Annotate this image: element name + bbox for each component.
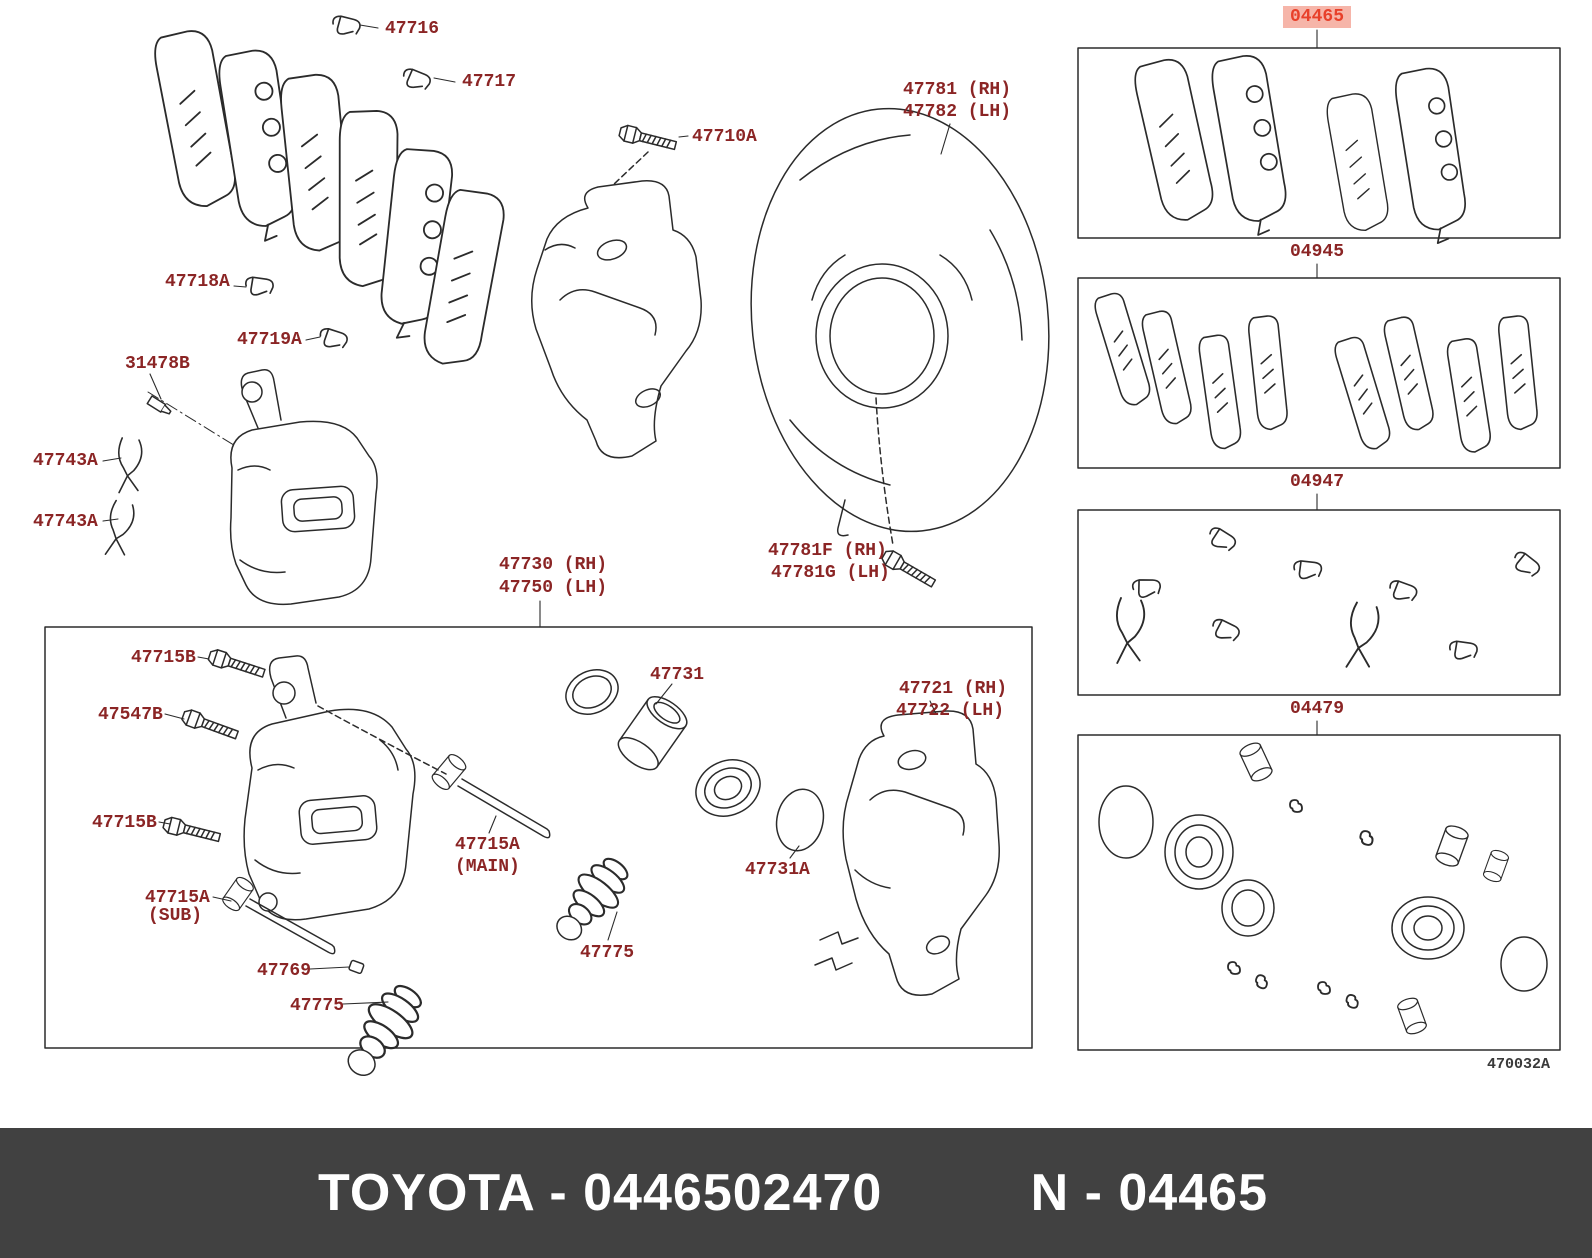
kit-code-04945[interactable]: 04945	[1289, 242, 1345, 262]
bushing-boot-drawing	[555, 847, 640, 941]
caliper-kit-box	[44, 626, 1033, 1049]
slide-pin-sub-drawing	[219, 874, 336, 955]
caliper-bracket-drawing	[531, 180, 702, 459]
banner-brand-partnumber: TOYOTA - 0446502470	[318, 1164, 883, 1222]
seal-kit-drawing	[1098, 739, 1548, 1037]
shim-kit-drawing	[1091, 289, 1539, 455]
kit-box-04947	[1077, 509, 1561, 696]
piston-seal-drawing	[775, 788, 825, 852]
pad-stack-drawing	[151, 26, 515, 372]
diagram-reference-code: 470032A	[1486, 1056, 1550, 1073]
mounting-bolt-drawing	[611, 123, 679, 187]
kit-code-04947[interactable]: 04947	[1289, 472, 1345, 492]
caliper-body-drawing	[146, 368, 378, 606]
exploded-parts-drawing	[44, 15, 1561, 1077]
pad-support-springs-drawing	[104, 437, 143, 559]
kit-box-04479	[1077, 734, 1561, 1051]
bleeder-screw-drawing	[146, 395, 172, 415]
caliper-assembly-drawing	[243, 655, 416, 921]
slide-pin-main-drawing	[317, 705, 551, 839]
dust-shield-drawing	[750, 107, 1050, 546]
fitting-kit-drawing	[1115, 525, 1544, 671]
leader-lines	[102, 24, 1318, 1005]
pin-boot-drawing	[345, 974, 435, 1077]
kit-box-04945	[1077, 277, 1561, 469]
shield-bolt-drawing	[879, 547, 939, 592]
cylinder-boot-drawing	[695, 759, 761, 817]
piston-ring-drawing	[565, 669, 619, 715]
pad-kit-drawing	[1131, 52, 1471, 247]
banner-short-code: N - 04465	[1030, 1164, 1268, 1222]
piston-drawing	[617, 695, 688, 771]
kit-code-04479[interactable]: 04479	[1289, 699, 1345, 719]
kit-code-04465[interactable]: 04465	[1282, 6, 1352, 28]
mounting-bracket-drawing	[814, 710, 1000, 996]
pin-cap-drawing	[348, 959, 365, 975]
part-number-banner: TOYOTA - 0446502470 N - 04465	[0, 1128, 1592, 1258]
kit-box-04465	[1077, 47, 1561, 239]
